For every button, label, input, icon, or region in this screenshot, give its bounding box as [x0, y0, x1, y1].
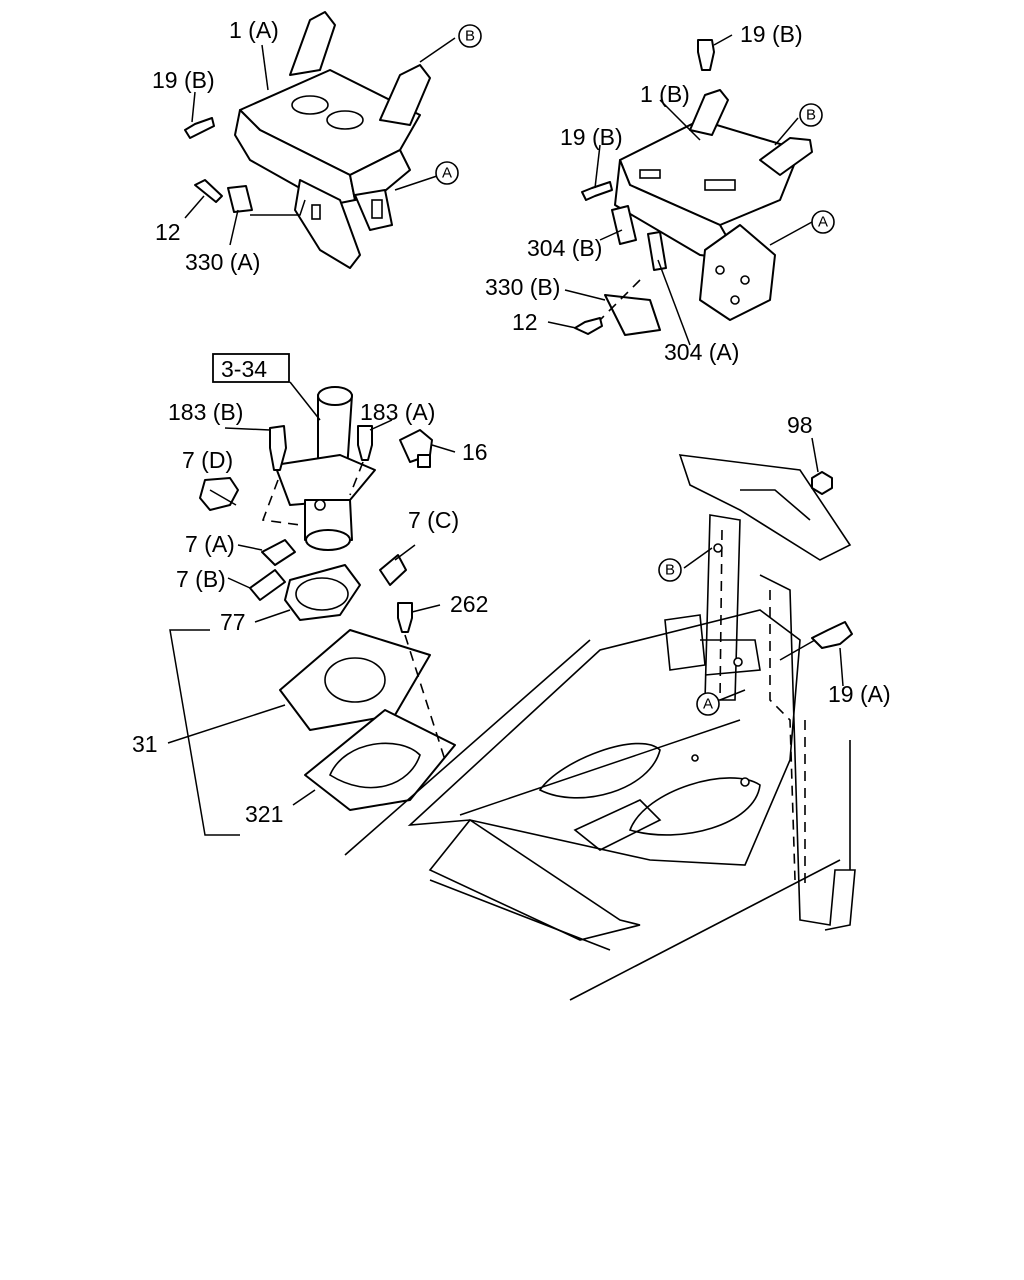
reference-box-text: 3-34	[221, 356, 267, 382]
callout-b-3: B	[658, 558, 682, 582]
svg-text:A: A	[703, 696, 713, 713]
svg-text:A: A	[818, 214, 828, 231]
label-262: 262	[450, 591, 488, 617]
callout-a-2: A	[811, 210, 835, 234]
callout-a-3: A	[696, 692, 720, 716]
label-19b-mid: 19 (B)	[560, 124, 623, 150]
label-183b: 183 (B)	[168, 399, 243, 425]
cab-floor-frame	[344, 437, 856, 1001]
svg-text:B: B	[465, 28, 475, 45]
label-7d: 7 (D)	[182, 447, 233, 473]
label-12-left: 12	[155, 219, 181, 245]
label-19a: 19 (A)	[828, 681, 891, 707]
label-321: 321	[245, 801, 283, 827]
label-77: 77	[220, 609, 246, 635]
reference-box	[212, 353, 290, 383]
label-304b: 304 (B)	[527, 235, 602, 261]
label-16: 16	[462, 439, 488, 465]
bracket-1a-assembly	[184, 11, 456, 269]
label-183a: 183 (A)	[360, 399, 435, 425]
label-19b-top: 19 (B)	[740, 21, 803, 47]
label-7b: 7 (B)	[176, 566, 226, 592]
label-7c: 7 (C)	[408, 507, 459, 533]
label-12-right: 12	[512, 309, 538, 335]
label-304a: 304 (A)	[664, 339, 739, 365]
bracket-1b-assembly	[547, 34, 813, 346]
svg-text:A: A	[442, 165, 452, 182]
label-1a: 1 (A)	[229, 17, 279, 43]
callout-b-1: B	[458, 24, 482, 48]
shift-lever-assembly	[167, 353, 456, 836]
callout-a-1: A	[435, 161, 459, 185]
label-7a: 7 (A)	[185, 531, 235, 557]
svg-text:B: B	[665, 562, 675, 579]
label-31: 31	[132, 731, 158, 757]
label-330a: 330 (A)	[185, 249, 260, 275]
label-330b: 330 (B)	[485, 274, 560, 300]
label-19b-left: 19 (B)	[152, 67, 215, 93]
label-98: 98	[787, 412, 813, 438]
svg-text:B: B	[806, 107, 816, 124]
callout-b-2: B	[799, 103, 823, 127]
label-1b: 1 (B)	[640, 81, 690, 107]
